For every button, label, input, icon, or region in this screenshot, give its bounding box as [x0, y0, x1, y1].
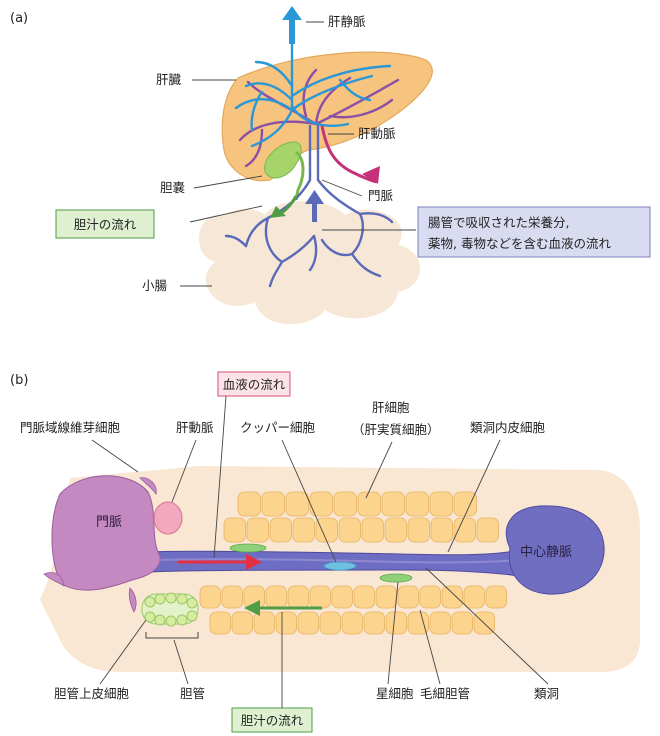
hepatocyte-cell [320, 612, 341, 634]
hepatic-artery-cell [154, 502, 182, 534]
label-hepatic-artery: 肝動脈 [358, 126, 396, 141]
hepatocyte-cell [454, 518, 476, 542]
hepatocyte-cell [224, 518, 246, 542]
hepatocyte-cell [293, 518, 315, 542]
label-small-intestine: 小腸 [142, 278, 168, 293]
hepatocyte-cell [262, 492, 285, 516]
hepatocyte-cell [286, 492, 309, 516]
bile-duct [142, 593, 198, 626]
hepatocyte-cell [270, 518, 292, 542]
label-hepatic-vein: 肝静脈 [328, 14, 366, 29]
label-hepatocyte-1: 肝細胞 [372, 400, 410, 415]
bile-flow-text: 胆汁の流れ [74, 217, 137, 232]
nutrient-flow-box: 腸管で吸収された栄養分, 薬物, 毒物などを含む血液の流れ [418, 207, 650, 257]
hepatocyte-cell [408, 518, 430, 542]
hepatocyte-cell [354, 586, 375, 608]
hepatocyte-cell [339, 518, 361, 542]
nutrient-flow-line2: 薬物, 毒物などを含む血液の流れ [428, 236, 611, 251]
hepatocyte-cell [210, 612, 231, 634]
hepatocyte-cell [420, 586, 441, 608]
hepatocyte-cell [247, 518, 269, 542]
hepatocyte-cell [222, 586, 243, 608]
label-central-vein: 中心静脈 [520, 545, 572, 560]
hepatocyte-cell [452, 612, 473, 634]
label-portal-vein-b: 門脈 [96, 515, 122, 530]
hepatocyte-cell [385, 518, 407, 542]
panel-a-label: (a) [10, 11, 28, 26]
hepatocyte-cell [464, 586, 485, 608]
label-sinusoid: 類洞 [534, 686, 559, 701]
label-portal-vein: 門脈 [368, 188, 394, 203]
label-kupffer-cell: クッパー細胞 [240, 420, 316, 435]
label-hepatocyte-2: （肝実質細胞） [352, 422, 440, 437]
hepatocyte-cell [398, 586, 419, 608]
hepatocyte-cell [232, 612, 253, 634]
label-periportal-fibroblast: 門脈域線維芽細胞 [20, 420, 121, 435]
hepatocyte-cell [430, 492, 453, 516]
hepatocyte-cell [406, 492, 429, 516]
hepatocyte-cell [276, 612, 297, 634]
label-bile-duct: 胆管 [180, 686, 205, 701]
hepatocyte-cell [430, 612, 451, 634]
label-sinusoid-endothelial: 類洞内皮細胞 [470, 420, 546, 435]
label-hepatic-artery-b: 肝動脈 [176, 420, 214, 435]
label-bile-duct-epithelial: 胆管上皮細胞 [54, 686, 130, 701]
nutrient-flow-line1: 腸管で吸収された栄養分, [428, 215, 569, 230]
hepatocyte-cell [364, 612, 385, 634]
panel-b-label: (b) [10, 373, 28, 388]
hepatocyte-cell [332, 586, 353, 608]
hepatocyte-cell [238, 492, 261, 516]
hepatocyte-cell [358, 492, 381, 516]
hepatocyte-cell [386, 612, 407, 634]
hepatocyte-cell [431, 518, 453, 542]
bile-flow-box: 胆汁の流れ [56, 210, 154, 238]
bile-flow-text-b: 胆汁の流れ [241, 713, 304, 728]
hepatocyte-cell [342, 612, 363, 634]
hepatocyte-cell [288, 586, 309, 608]
label-gallbladder: 胆嚢 [160, 180, 186, 195]
hepatocyte-cell [310, 492, 333, 516]
hepatocyte-cell [454, 492, 477, 516]
small-intestine [199, 201, 420, 324]
bile-flow-box-b: 胆汁の流れ [232, 708, 312, 732]
label-liver: 肝臓 [156, 72, 182, 87]
blood-flow-text: 血液の流れ [223, 377, 286, 392]
hepatocyte-cell [200, 586, 221, 608]
hepatocyte-cell [486, 586, 507, 608]
portal-vein-cell [52, 476, 160, 590]
blood-flow-box: 血液の流れ [218, 372, 290, 396]
hepatocyte-cell [376, 586, 397, 608]
label-bile-canaliculus: 毛細胆管 [420, 686, 470, 701]
label-stellate-cell: 星細胞 [376, 686, 414, 701]
hepatocyte-cell [266, 586, 287, 608]
hepatocyte-cell [442, 586, 463, 608]
hepatocyte-cell [254, 612, 275, 634]
hepatocyte-cell [310, 586, 331, 608]
hepatocyte-cell [298, 612, 319, 634]
kupffer-cell [324, 562, 356, 570]
liver [222, 52, 432, 181]
hepatocyte-cell [334, 492, 357, 516]
hepatic-vein-outflow-arrow [282, 6, 302, 44]
hepatocyte-cell [477, 518, 499, 542]
hepatocyte-cell [362, 518, 384, 542]
hepatocyte-cell [316, 518, 338, 542]
hepatocyte-cell [382, 492, 405, 516]
